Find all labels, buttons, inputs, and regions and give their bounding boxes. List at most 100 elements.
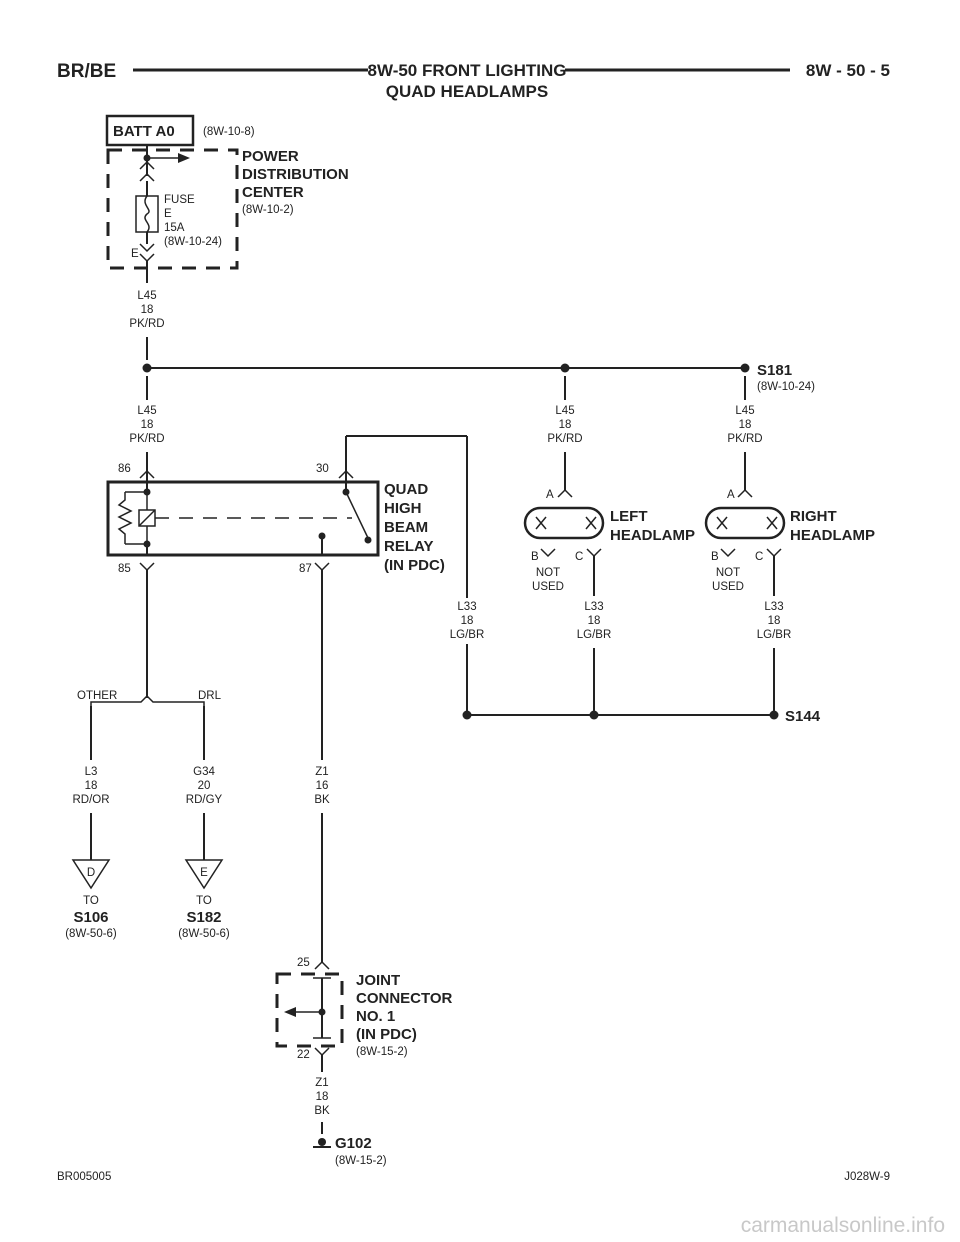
wire-gauge: 18 — [768, 615, 781, 627]
wire-l33-left: L33 18 LG/BR — [577, 556, 612, 715]
connector-d-to-s106: D TO S106 (8W-50-6) — [65, 859, 117, 940]
wire-color: BK — [314, 1105, 330, 1117]
wire-z1-18: Z1 18 BK — [314, 1055, 330, 1134]
wire-gauge: 20 — [198, 780, 211, 792]
relay-name-4: RELAY — [384, 538, 433, 555]
fuse-label: FUSE — [164, 194, 195, 206]
connector-ref: (8W-50-6) — [65, 928, 117, 940]
connector-target: S106 — [73, 909, 108, 926]
connector-to: TO — [83, 895, 99, 907]
wire-code: L33 — [584, 601, 603, 613]
batt-box — [105, 114, 195, 147]
connector-to: TO — [196, 895, 212, 907]
right-not-used-1: NOT — [716, 567, 740, 579]
joint-pin-22: 22 — [297, 1049, 310, 1061]
wire-code: Z1 — [315, 766, 328, 778]
pdc-name-3: CENTER — [242, 184, 304, 201]
wire-code: L45 — [137, 290, 156, 302]
relay-pin-85: 85 — [118, 563, 131, 575]
wire-color: PK/RD — [727, 433, 762, 445]
wire-l45-top: L45 18 PK/RD — [129, 261, 165, 360]
wire-color: LG/BR — [757, 629, 792, 641]
pdc-ref: (8W-10-2) — [242, 204, 294, 216]
relay-name-2: HIGH — [384, 500, 422, 517]
relay-switch-blade — [345, 491, 369, 539]
splice-s181: S181 (8W-10-24) — [142, 362, 815, 393]
connector-triangle — [71, 859, 111, 890]
wire-code: L45 — [735, 405, 754, 417]
s181-label: S181 — [757, 362, 792, 379]
ground-g102: G102 (8W-15-2) — [313, 1135, 387, 1167]
relay-pin-30: 30 — [316, 463, 329, 475]
quad-high-beam-relay: 86 30 85 87 QUAD HIGH BEAM RELAY (I — [106, 435, 468, 715]
pdc-connector-top2 — [139, 172, 155, 182]
connector-letter: D — [87, 867, 95, 879]
wire-code: G34 — [193, 766, 215, 778]
header-subtitle: QUAD HEADLAMPS — [386, 82, 548, 101]
batt-ref: (8W-10-8) — [203, 126, 255, 138]
left-not-used-2: USED — [532, 581, 564, 593]
joint-connector-no1: 25 22 JOINT CONNECTOR NO. 1 (IN PDC) (8W… — [275, 957, 453, 1061]
relay-box — [106, 480, 380, 557]
wire-gauge: 18 — [141, 419, 154, 431]
fuse-cavity: E — [131, 248, 139, 260]
wire-gauge: 18 — [85, 780, 98, 792]
joint-name-3: NO. 1 — [356, 1008, 395, 1025]
connector-target: S182 — [186, 909, 221, 926]
left-lamp-name-1: LEFT — [610, 508, 648, 525]
wire-color: PK/RD — [547, 433, 582, 445]
pdc-name-1: POWER — [242, 148, 299, 165]
wire-l45-right: L45 18 PK/RD — [727, 376, 763, 490]
wire-gauge: 18 — [461, 615, 474, 627]
connector-letter: E — [200, 867, 208, 879]
fuse-id: E — [164, 208, 172, 220]
left-pin-a: A — [546, 489, 554, 501]
wire-gauge: 18 — [141, 304, 154, 316]
wire-code: L33 — [764, 601, 783, 613]
batt-label: BATT A0 — [113, 123, 175, 140]
wire-gauge: 18 — [316, 1091, 329, 1103]
right-lamp-name-1: RIGHT — [790, 508, 837, 525]
header-title: 8W-50 FRONT LIGHTING — [368, 61, 567, 80]
wire-color: LG/BR — [577, 629, 612, 641]
footer-left: BR005005 — [57, 1171, 111, 1183]
s181-node-mid — [560, 363, 570, 373]
right-pin-c: C — [755, 551, 763, 563]
left-pin-c: C — [575, 551, 583, 563]
wire-l33-relay: L33 18 LG/BR — [450, 598, 484, 644]
ground-label: G102 — [335, 1135, 372, 1152]
batt-source: BATT A0 (8W-10-8) — [105, 114, 255, 147]
joint-outline — [275, 972, 344, 1048]
connector-e-to-s182: E TO S182 (8W-50-6) — [178, 859, 230, 940]
relay-name-5: (IN PDC) — [384, 557, 445, 574]
fuse-cavity-connector — [139, 243, 155, 253]
pdc-connector-top — [139, 160, 155, 170]
ground-icon — [318, 1138, 326, 1146]
pdc-name-2: DISTRIBUTION — [242, 166, 349, 183]
wire-l3: L3 18 RD/OR — [72, 706, 110, 860]
fuse-ref: (8W-10-24) — [164, 236, 222, 248]
s181-node-left — [142, 363, 152, 373]
wire-gauge: 18 — [559, 419, 572, 431]
branch-other: OTHER — [77, 690, 117, 702]
left-pin-b: B — [531, 551, 539, 563]
wire-color: BK — [314, 794, 330, 806]
pdc-bus-arrowhead — [178, 153, 190, 163]
wire-code: L45 — [555, 405, 574, 417]
relay-pin-86: 86 — [118, 463, 131, 475]
relay-85-branch: OTHER DRL — [77, 570, 222, 706]
left-lamp-body — [523, 506, 605, 540]
joint-pin-25: 25 — [297, 957, 310, 969]
joint-name-2: CONNECTOR — [356, 990, 453, 1007]
fuse-element — [144, 195, 150, 233]
right-lamp-name-2: HEADLAMP — [790, 527, 875, 544]
wire-gauge: 18 — [588, 615, 601, 627]
watermark: carmanualsonline.info — [741, 1214, 945, 1237]
connector-ref: (8W-50-6) — [178, 928, 230, 940]
right-pin-b: B — [711, 551, 719, 563]
wire-code: L33 — [457, 601, 476, 613]
wire-color: PK/RD — [129, 318, 164, 330]
wire-color: RD/GY — [186, 794, 223, 806]
joint-name-4: (IN PDC) — [356, 1026, 417, 1043]
